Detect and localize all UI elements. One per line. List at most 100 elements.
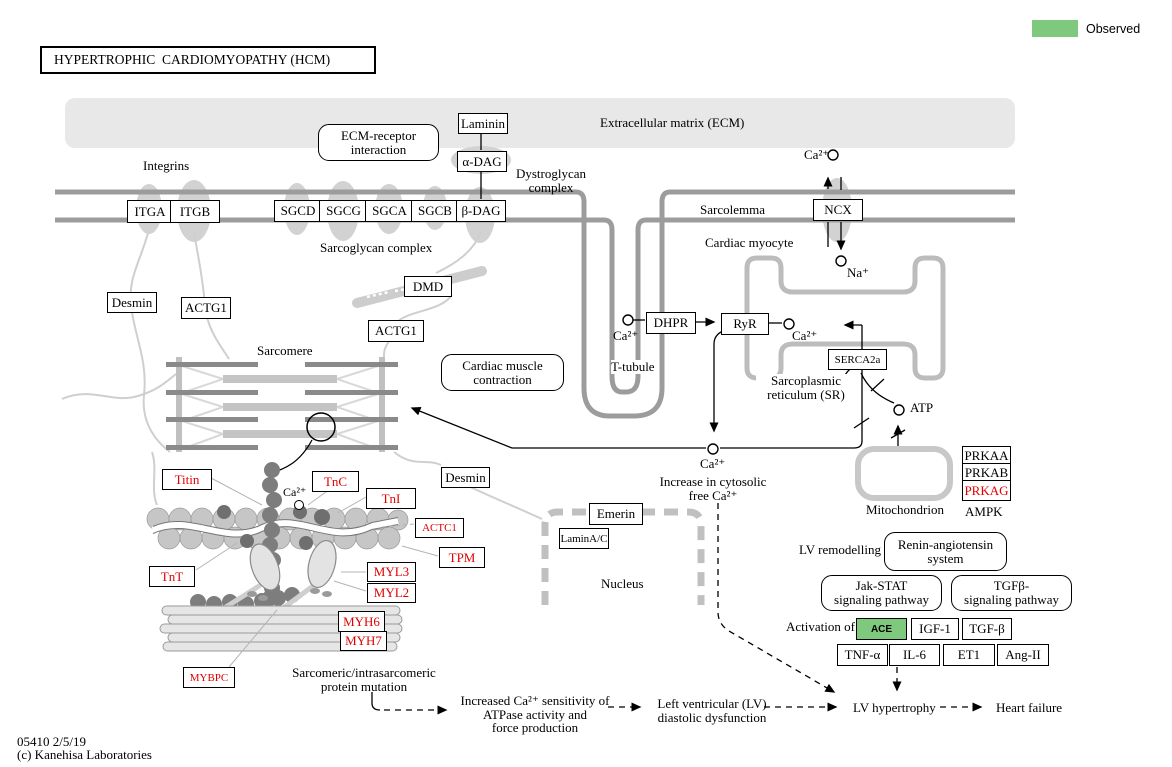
gene-box-myl3[interactable]: MYL3 [367, 562, 416, 582]
gene-box-actg1-mid[interactable]: ACTG1 [368, 320, 424, 342]
sarcolemma-label: Sarcolemma [700, 202, 765, 217]
actin-bars [166, 362, 398, 450]
gene-box-desmin-left[interactable]: Desmin [107, 292, 157, 313]
sarcomere-schematic [166, 357, 398, 477]
signal-lines [371, 132, 906, 711]
ca-dhpr-circle [622, 314, 634, 326]
myosin-bars [223, 375, 337, 438]
gene-box-ryr[interactable]: RyR [721, 313, 769, 335]
ca-cytosol-label: Ca²⁺ [700, 456, 726, 471]
sarcomeric-mutation-label: Sarcomeric/intrasarcomeric protein mutat… [292, 665, 436, 694]
gene-box-tnfa[interactable]: TNF-α [837, 644, 888, 666]
dystroglycan-label: Dystroglycan complex [515, 166, 587, 195]
sarcoglycan-complex-label: Sarcoglycan complex [320, 240, 433, 255]
z-disc-right [379, 357, 385, 452]
gene-box-prkag[interactable]: PRKAG [962, 480, 1011, 501]
myosin-feet [247, 588, 332, 601]
ca-out-circle [827, 149, 839, 161]
ca-dhpr-label: Ca²⁺ [613, 328, 639, 343]
ca-to-sarcomere-arrow [410, 406, 706, 449]
ecm-receptor-interaction-box[interactable]: ECM-receptor interaction [318, 124, 439, 161]
troponin-beads [217, 505, 330, 550]
magnifier-circle [306, 412, 336, 442]
ca-sarcomere-label: Ca²⁺ [283, 485, 307, 499]
atp-label: ATP [910, 400, 934, 415]
gene-box-ace-observed[interactable]: ACE [856, 618, 907, 640]
myosin-heads [249, 539, 337, 591]
gene-box-actg1-left[interactable]: ACTG1 [181, 297, 231, 319]
calcium-to-hypertrophy-arrow [717, 503, 836, 693]
gene-box-desmin-right[interactable]: Desmin [441, 467, 490, 488]
calcium-ion-circle [294, 500, 304, 510]
gene-box-myh7[interactable]: MYH7 [340, 631, 387, 651]
integrins-label: Integrins [143, 158, 190, 173]
gene-box-laminin[interactable]: Laminin [458, 113, 508, 134]
gene-box-sgcb[interactable]: SGCB [411, 200, 459, 222]
heart-failure-label: Heart failure [996, 700, 1063, 715]
sarcolemma-membrane [55, 189, 1015, 419]
gene-box-igf1[interactable]: IGF-1 [911, 618, 959, 640]
gene-box-beta-dag[interactable]: β-DAG [456, 200, 506, 222]
ecm-label: Extracellular matrix (ECM) [600, 115, 745, 130]
cardiac-myocyte-label: Cardiac myocyte [705, 235, 794, 250]
z-disc-left [176, 357, 182, 452]
tgfb-pathway-box[interactable]: TGFβ- signaling pathway [951, 575, 1072, 611]
gene-box-sgcd[interactable]: SGCD [274, 200, 322, 222]
gene-box-et1[interactable]: ET1 [943, 644, 995, 666]
gene-box-angii[interactable]: Ang-II [997, 644, 1049, 666]
gene-box-tnt[interactable]: TnT [149, 566, 195, 587]
lv-diastolic-label: Left ventricular (LV) diastolic dysfunct… [657, 696, 767, 725]
increased-ca-sensitivity-label: Increased Ca²⁺ sensitivity of ATPase act… [460, 693, 610, 735]
ryr-release-arrow [709, 330, 724, 433]
copyright-label: (c) Kanehisa Laboratories [17, 747, 152, 762]
cardiac-muscle-contraction-box[interactable]: Cardiac muscle contraction [441, 354, 564, 391]
gene-box-sgcg[interactable]: SGCG [319, 200, 368, 222]
gene-box-tpm[interactable]: TPM [439, 547, 485, 568]
mitochondrion-label: Mitochondrion [866, 502, 944, 517]
ca-cytosol-circle [707, 443, 719, 455]
jak-stat-pathway-box[interactable]: Jak-STAT signaling pathway [821, 575, 942, 611]
nucleus-envelope [541, 508, 705, 605]
renin-angiotensin-box[interactable]: Renin-angiotensin system [884, 532, 1007, 571]
ampk-label: AMPK [965, 504, 1003, 519]
gene-box-il6[interactable]: IL-6 [889, 644, 940, 666]
ca-sr-circle [783, 318, 795, 330]
gene-box-itga[interactable]: ITGA [127, 200, 173, 223]
gene-box-dmd[interactable]: DMD [404, 276, 452, 297]
gene-box-itgb[interactable]: ITGB [170, 200, 220, 223]
membrane-outer-line [55, 189, 1015, 419]
gene-box-tni[interactable]: TnI [366, 488, 416, 509]
gene-box-titin[interactable]: Titin [162, 469, 212, 490]
activation-of-label: Activation of : [786, 619, 862, 634]
sarcomere-label: Sarcomere [257, 343, 313, 358]
lv-hypertrophy-label: LV hypertrophy [853, 700, 936, 715]
gene-box-serca2a[interactable]: SERCA2a [828, 349, 887, 370]
gene-box-tgfb[interactable]: TGF-β [962, 618, 1012, 640]
gene-box-lamin-ac[interactable]: LaminA/C [559, 528, 609, 549]
gene-box-sgca[interactable]: SGCA [365, 200, 414, 222]
page-title: HYPERTROPHIC CARDIOMYOPATHY (HCM) [40, 46, 376, 74]
membrane-inner-line [55, 217, 1015, 395]
gene-box-tnc[interactable]: TnC [312, 471, 359, 492]
lv-remodelling-label: LV remodelling [799, 542, 881, 557]
outcome-dashed-arrows [384, 503, 983, 715]
tropomyosin-ribbon [151, 517, 399, 538]
nucleus-label: Nucleus [601, 576, 644, 591]
gene-box-mybpc[interactable]: MYBPC [183, 667, 235, 688]
gene-box-myh6[interactable]: MYH6 [338, 611, 385, 632]
gene-box-ncx[interactable]: NCX [813, 199, 863, 221]
ca-sr-label: Ca²⁺ [792, 328, 818, 343]
ecm-band [65, 98, 1015, 148]
metabolite-circles [622, 149, 905, 455]
gene-box-alpha-dag[interactable]: α-DAG [457, 151, 507, 172]
gene-box-dhpr[interactable]: DHPR [646, 312, 696, 334]
observed-legend-swatch [1032, 20, 1078, 37]
atp-circle [893, 404, 905, 416]
gene-box-prkab[interactable]: PRKAB [962, 463, 1011, 483]
gene-box-myl2[interactable]: MYL2 [367, 583, 416, 603]
gene-box-actc1[interactable]: ACTC1 [415, 518, 464, 538]
mitochondrion-outline [855, 446, 953, 501]
ca-out-label: Ca²⁺ [804, 147, 830, 162]
gene-box-emerin[interactable]: Emerin [589, 503, 643, 525]
